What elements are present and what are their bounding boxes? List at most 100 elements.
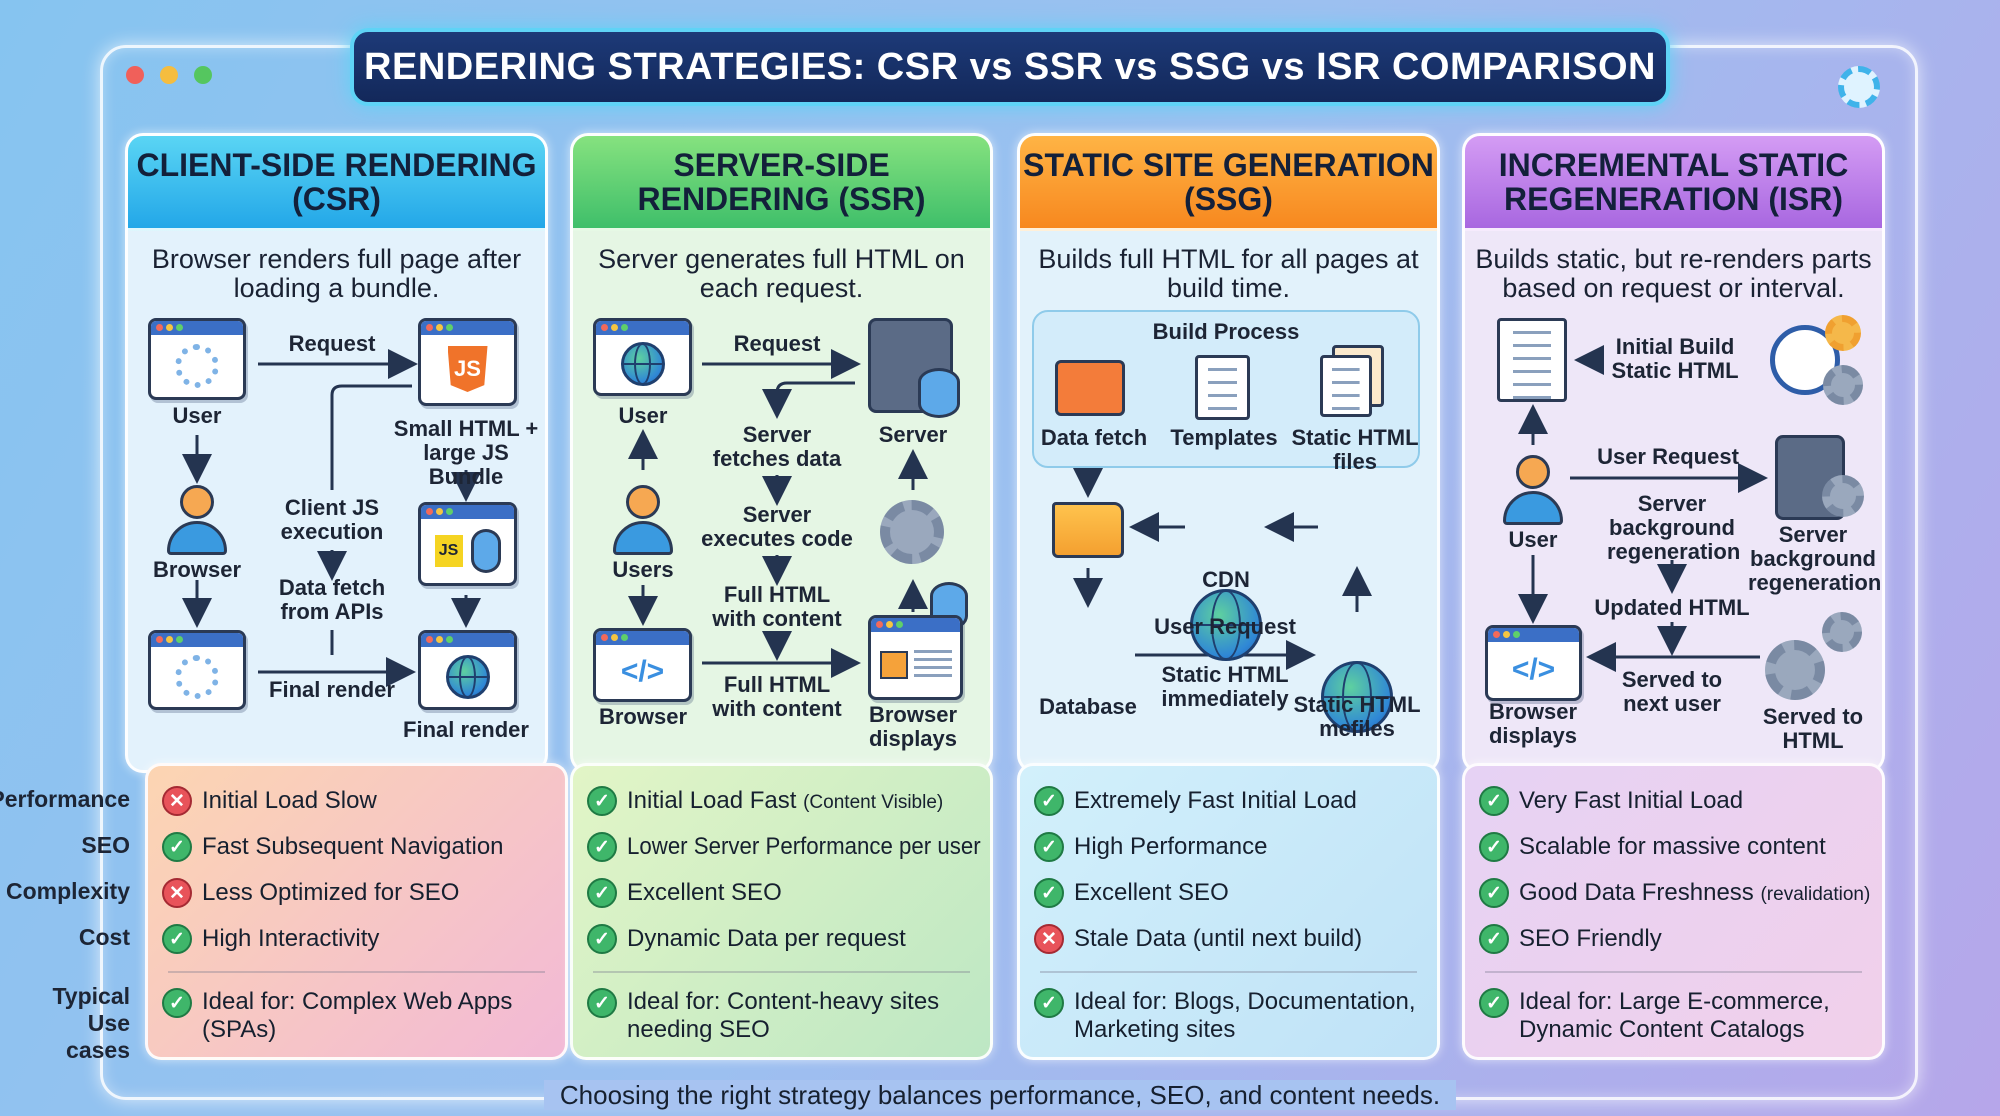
isr-updated-label: Updated HTML	[1594, 595, 1750, 620]
feature-item: ✕ Initial Load Slow	[162, 786, 555, 816]
ssg-summary-card: ✓Extremely Fast Initial Load✓High Perfor…	[1017, 763, 1440, 1060]
row-label-complexity: Complexity	[6, 878, 130, 904]
gear-icon[interactable]	[1838, 66, 1880, 108]
ideal-text: Ideal for: Large E-commerce, Dynamic Con…	[1519, 988, 1830, 1043]
feature-line: SEO Friendly	[1519, 925, 1662, 953]
connector	[330, 384, 412, 490]
feature-line: Dynamic Data per request	[627, 925, 906, 953]
check-circle-icon: ✓	[587, 878, 617, 908]
feature-item: ✓Fast Subsequent Navigation	[162, 832, 555, 862]
feature-line: Very Fast Initial Load	[1519, 787, 1743, 815]
feature-text: Good Data Freshness	[1519, 879, 1754, 906]
feature-text: High Interactivity	[202, 925, 380, 952]
ssg-data-fetch-label: Data fetch	[1040, 425, 1148, 450]
server-icon	[868, 318, 953, 413]
page-title: RENDERING STRATEGIES: CSR vs SSR vs SSG …	[350, 28, 1670, 106]
check-circle-icon: ✓	[162, 832, 192, 862]
feature-line: High Interactivity	[202, 925, 379, 953]
static-html-document-icon	[1497, 318, 1567, 402]
check-circle-icon: ✓	[1479, 924, 1509, 954]
gear-icon	[1825, 315, 1861, 351]
row-label-cost: Cost	[78, 924, 130, 950]
ssg-static-files-label: Static HTML files	[1291, 425, 1419, 474]
csr-final-render-label: Final render	[403, 717, 529, 742]
js-bundle-window-icon: JS	[418, 318, 517, 406]
check-circle-icon: ✓	[587, 988, 617, 1018]
feature-item: ✓ Scalable for massive content	[1479, 832, 1872, 862]
isr-user-request-label: User Request	[1597, 444, 1739, 469]
user-browser-window-icon	[148, 318, 246, 400]
ssg-header: STATIC SITE GENERATION (SSG)	[1020, 136, 1437, 231]
x-circle-icon: ✕	[162, 786, 192, 816]
isr-bg-regen-label: Server background regeneration	[1748, 522, 1882, 595]
window-minimize-dot[interactable]	[160, 66, 178, 84]
window-maximize-dot[interactable]	[194, 66, 212, 84]
row-label-use-cases: Typical Use cases	[52, 983, 130, 1063]
js-badge-icon: JS	[434, 535, 463, 567]
feature-item: ✓ Excellent SEO	[587, 878, 980, 908]
template-document-icon	[1195, 355, 1250, 420]
static-files-icon	[1320, 355, 1372, 417]
feature-line: Excellent SEO	[1074, 879, 1229, 907]
ssr-browser-label: Browser	[598, 704, 688, 729]
feature-text: Excellent SEO	[1074, 879, 1229, 906]
isr-user-label: User	[1508, 527, 1558, 552]
user-browser-window-icon	[593, 318, 692, 396]
isr-header: INCREMENTAL STATIC REGENERATION (ISR)	[1465, 136, 1882, 231]
check-circle-icon: ✓	[587, 924, 617, 954]
ssr-fetches-label: Server fetches data	[712, 422, 842, 471]
feature-line: Initial Load Slow	[202, 787, 377, 815]
x-circle-icon: ✕	[162, 878, 192, 908]
person-icon	[613, 485, 673, 557]
check-circle-icon: ✓	[1479, 786, 1509, 816]
ssr-full-html-label-2: Full HTML with content	[712, 672, 842, 721]
window-close-dot[interactable]	[126, 66, 144, 84]
csr-client-js-label: Client JS execution	[280, 495, 384, 544]
ssr-header: SERVER-SIDE RENDERING (SSR)	[573, 136, 990, 231]
feature-text: Initial Load Fast	[627, 787, 797, 814]
feature-line: Lower Server Performance per user	[627, 833, 981, 861]
feature-item: ✓ Initial Load Fast (Content Visible)	[587, 786, 980, 816]
ssr-browser-displays-label: Browser displays	[868, 702, 958, 751]
footer-text: Choosing the right strategy balances per…	[543, 1080, 1457, 1110]
feature-text: Excellent SEO	[627, 879, 782, 906]
row-label-seo: SEO	[81, 832, 130, 858]
ideal-text: Ideal for: Blogs, Documentation, Marketi…	[1074, 988, 1416, 1043]
loading-spinner-icon	[175, 344, 219, 388]
check-circle-icon: ✓	[162, 924, 192, 954]
isr-bg-regen-mid-label: Server background regeneration	[1607, 491, 1741, 564]
ideal-text: Ideal for: Complex Web Apps (SPAs)	[202, 988, 513, 1043]
ideal-text: Ideal for: Content-heavy sites needing S…	[627, 988, 940, 1043]
csr-browser-label: Browser	[152, 557, 242, 582]
code-browser-window-icon: </>	[1485, 625, 1582, 701]
feature-line: Scalable for massive content	[1519, 833, 1826, 861]
feature-line: Stale Data (until next build)	[1074, 925, 1362, 953]
feature-line: Initial Load Fast (Content Visible)	[627, 787, 943, 815]
ssr-users-label: Users	[612, 557, 674, 582]
person-icon	[1503, 455, 1563, 527]
feature-note: (Content Visible)	[803, 792, 944, 813]
check-circle-icon: ✓	[1479, 832, 1509, 862]
csr-request-label: Request	[288, 331, 376, 356]
divider	[1040, 971, 1417, 973]
isr-served-html-label: Served to HTML	[1762, 704, 1864, 753]
feature-text: SEO Friendly	[1519, 925, 1662, 952]
feature-text: Stale Data (until next build)	[1074, 925, 1363, 952]
feature-text: Scalable for massive content	[1519, 833, 1826, 860]
check-circle-icon: ✓	[587, 786, 617, 816]
csr-summary-card: ✕ Initial Load Slow ✓Fast Subsequent Navig…	[145, 763, 568, 1060]
isr-served-next-label: Served to next user	[1621, 667, 1723, 716]
ssg-mefiles-label: Static HTML mefiles	[1293, 692, 1421, 741]
check-circle-icon: ✓	[1034, 988, 1064, 1018]
arrow	[762, 381, 855, 419]
ssr-full-html-label-1: Full HTML with content	[712, 582, 842, 631]
code-icon: </>	[620, 655, 665, 688]
feature-line: High Performance	[1074, 833, 1267, 861]
csr-header: CLIENT-SIDE RENDERING (CSR)	[128, 136, 545, 231]
isr-description: Builds static, but re-renders parts base…	[1475, 244, 1872, 303]
ssg-user-request-label: User Request	[1154, 614, 1296, 639]
feature-item: ✓ Very Fast Initial Load	[1479, 786, 1872, 816]
js-logo-icon: JS	[447, 346, 488, 392]
csr-data-fetch-label: Data fetch from APIs	[278, 575, 386, 624]
